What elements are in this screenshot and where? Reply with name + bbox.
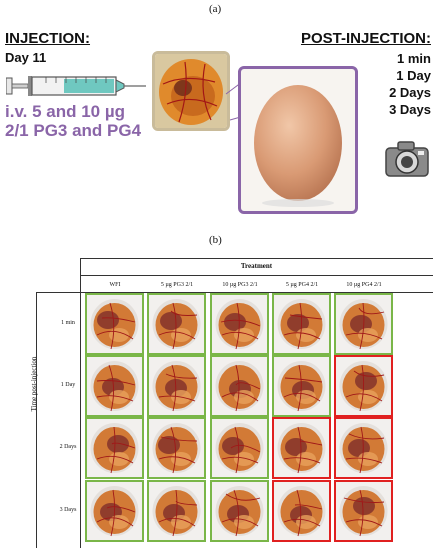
row-header: 1 min [61, 320, 75, 326]
egg-cell-green [272, 293, 331, 355]
post-time-item: 1 Day [396, 68, 431, 83]
post-time-item: 3 Days [389, 102, 431, 117]
egg-cell-green [210, 293, 269, 355]
table-rule-header [36, 292, 433, 293]
column-header: 10 µg PG3 2/1 [222, 282, 258, 288]
post-injection-title: POST-INJECTION: [300, 30, 431, 47]
egg-cell-green [147, 293, 206, 355]
egg-cell-green [85, 480, 144, 542]
egg-cell-red [334, 355, 393, 417]
table-rule-left [36, 292, 37, 548]
opened-egg-photo [152, 51, 230, 131]
dose-text-line-2: 2/1 PG3 and PG4 [5, 121, 142, 140]
egg-cell-green [210, 480, 269, 542]
treatment-header: Treatment [240, 262, 273, 270]
row-header: 2 Days [59, 444, 77, 450]
row-header: 1 Day [60, 382, 76, 388]
dose-text-line-1: i.v. 5 and 10 µg [5, 102, 126, 121]
column-header: 5 µg PG3 2/1 [160, 282, 194, 288]
egg-cell-green [334, 293, 393, 355]
row-axis-label: Time post-injection [30, 356, 38, 412]
egg-cell-red [334, 480, 393, 542]
post-time-item: 1 min [397, 51, 431, 66]
whole-egg-frame [238, 66, 358, 214]
table-rule-treatment [80, 275, 433, 276]
column-header: WFI [109, 282, 121, 288]
egg-cell-red [272, 417, 331, 479]
egg-cell-green [272, 355, 331, 417]
egg-cell-green [210, 355, 269, 417]
egg-cell-green [147, 480, 206, 542]
table-rule-top [80, 258, 433, 259]
injection-day: Day 11 [5, 50, 47, 65]
row-header: 3 Days [59, 507, 77, 513]
panel-a-label: (a) [209, 3, 222, 15]
egg-cell-green [210, 417, 269, 479]
egg-cell-green [85, 293, 144, 355]
panel-b-label: (b) [209, 234, 222, 246]
post-time-item: 2 Days [389, 85, 431, 100]
egg-cell-green [85, 355, 144, 417]
egg-cell-red [334, 417, 393, 479]
table-rule-rowheads [80, 258, 81, 548]
column-header: 5 µg PG4 2/1 [285, 282, 319, 288]
column-header: 10 µg PG4 2/1 [346, 282, 382, 288]
egg-cell-red [272, 480, 331, 542]
egg-cell-green [85, 417, 144, 479]
injection-title: INJECTION: [5, 30, 91, 47]
post-injection-times: 1 min 1 Day 2 Days 3 Days [389, 50, 431, 118]
camera-icon [385, 141, 429, 177]
egg-cell-green [147, 355, 206, 417]
syringe-icon [6, 76, 146, 96]
egg-cell-green [147, 417, 206, 479]
